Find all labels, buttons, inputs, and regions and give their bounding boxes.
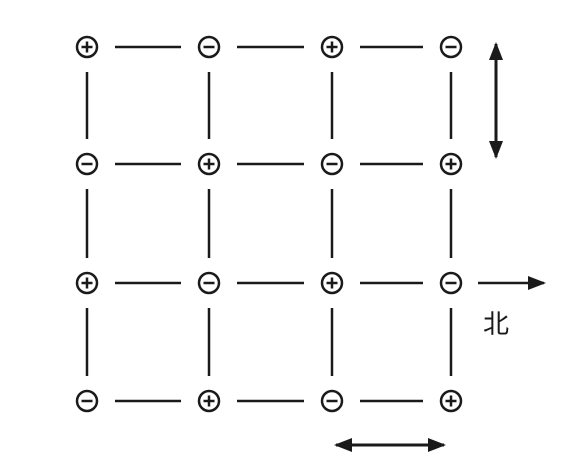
positive-charge-node <box>75 35 99 59</box>
negative-charge-node <box>75 152 99 176</box>
positive-charge-node <box>75 271 99 295</box>
negative-charge-node <box>320 152 344 176</box>
positive-charge-node <box>197 389 221 413</box>
positive-charge-node <box>439 389 463 413</box>
negative-charge-node <box>439 271 463 295</box>
positive-charge-node <box>320 271 344 295</box>
positive-charge-node <box>439 152 463 176</box>
negative-charge-node <box>75 389 99 413</box>
grid-connectors <box>85 45 453 403</box>
north-direction-label: 北 <box>483 310 510 340</box>
grid-nodes <box>75 35 463 413</box>
positive-charge-node <box>320 35 344 59</box>
negative-charge-node <box>197 35 221 59</box>
positive-charge-node <box>197 152 221 176</box>
negative-charge-node <box>320 389 344 413</box>
negative-charge-node <box>439 35 463 59</box>
negative-charge-node <box>197 271 221 295</box>
